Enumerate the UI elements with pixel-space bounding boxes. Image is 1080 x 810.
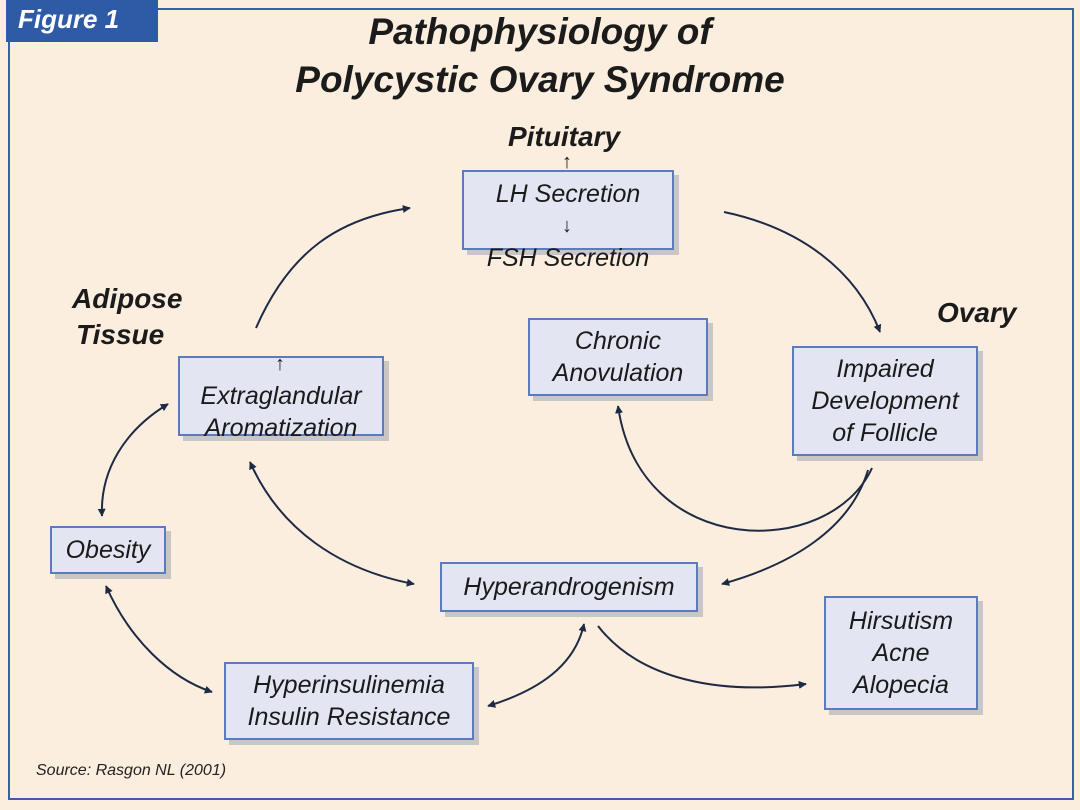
arrow-ovary-to-anovulation	[615, 405, 873, 532]
box-chronic-anovulation: Chronic Anovulation	[528, 318, 708, 396]
down-arrow-icon: ↓	[562, 215, 572, 237]
arrow-aromatization-hyperandrogenism	[249, 461, 415, 587]
box-line: Impaired	[836, 355, 934, 383]
box-extraglandular-aromatization: ↑ Extraglandular Aromatization	[178, 353, 384, 442]
box-line: Anovulation	[552, 359, 684, 387]
box-line: Obesity	[65, 536, 151, 564]
section-adipose-line-1: Adipose	[72, 283, 183, 314]
box-pituitary-secretion: ↑ LH Secretion ↓ FSH Secretion	[462, 151, 674, 272]
up-arrow-icon: ↑	[562, 151, 572, 173]
box-line: of Follicle	[832, 419, 938, 447]
figure-border	[8, 8, 1074, 800]
box-line: Aromatization	[204, 414, 358, 442]
lh-secretion-text: LH Secretion	[495, 180, 641, 208]
arrow-hyperinsulinemia-hyperandrogenism	[487, 623, 587, 708]
figure-label: Figure 1	[6, 0, 158, 42]
box-line: Development	[811, 387, 959, 415]
arrow-ovary-to-hyperandrogenism	[721, 469, 869, 586]
box-obesity: Obesity	[50, 526, 166, 574]
section-pituitary: Pituitary	[508, 121, 621, 152]
box-hyperandrogenism: Hyperandrogenism	[440, 562, 698, 612]
box-line: Insulin Resistance	[247, 703, 451, 731]
box-line: Chronic	[574, 327, 662, 355]
box-line: Alopecia	[853, 671, 949, 699]
arrow-hyperandrogenism-to-symptoms	[597, 625, 807, 689]
box-line: Hyperandrogenism	[463, 573, 675, 601]
arrow-pituitary-to-ovary	[723, 211, 882, 333]
title-line-2: Polycystic Ovary Syndrome	[295, 59, 785, 100]
fsh-secretion-text: FSH Secretion	[486, 244, 650, 272]
up-arrow-icon: ↑	[275, 353, 285, 375]
box-impaired-follicle: Impaired Development of Follicle	[792, 346, 978, 456]
source-citation: Source: Rasgon NL (2001)	[36, 762, 227, 779]
arrow-adipose-to-pituitary	[255, 205, 411, 329]
box-line: Extraglandular	[200, 382, 362, 410]
box-symptoms: Hirsutism Acne Alopecia	[824, 596, 978, 710]
title-line-1: Pathophysiology of	[368, 11, 712, 52]
section-ovary: Ovary	[937, 297, 1017, 328]
box-line: Hirsutism	[848, 607, 954, 635]
box-line: Acne	[872, 639, 930, 667]
box-hyperinsulinemia: Hyperinsulinemia Insulin Resistance	[224, 662, 474, 740]
box-line: Hyperinsulinemia	[253, 671, 445, 699]
arrow-obesity-hyperinsulinemia	[105, 585, 213, 694]
arrow-obesity-aromatization	[97, 403, 169, 517]
section-adipose-line-2: Tissue	[76, 319, 165, 350]
